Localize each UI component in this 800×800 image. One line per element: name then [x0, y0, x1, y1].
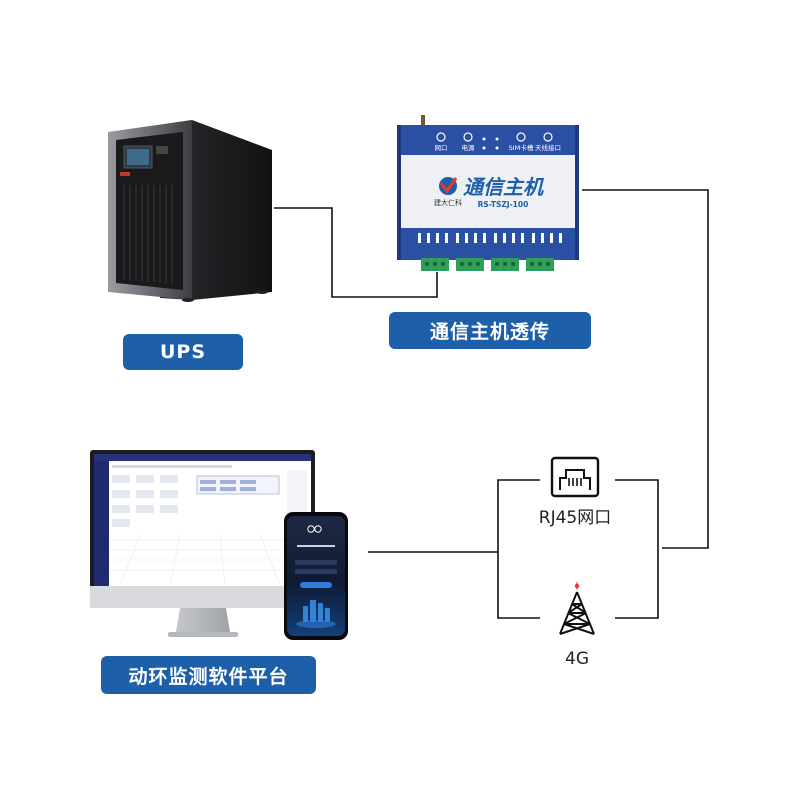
device-port-label: SIM卡槽	[509, 143, 534, 152]
device-model: RS-TSZJ-100	[478, 200, 529, 209]
host-passthrough-label: 通信主机透传	[389, 312, 591, 349]
host-network-line	[582, 189, 709, 549]
device-port-label: 网口	[435, 144, 448, 152]
network-4g-label: 4G	[565, 649, 589, 669]
device-port-label: 电源	[462, 143, 476, 152]
device-port-label: 天线接口	[535, 143, 561, 152]
bracket-right	[615, 479, 659, 619]
ups-label: UPS	[123, 334, 243, 370]
bracket-left	[497, 479, 540, 619]
device-title: 通信主机	[463, 175, 545, 199]
ups-host-line	[274, 207, 438, 298]
platform-label: 动环监测软件平台	[101, 656, 316, 694]
rj45-label: RJ45网口	[538, 508, 612, 528]
device-brand: 建大仁科	[434, 198, 462, 207]
